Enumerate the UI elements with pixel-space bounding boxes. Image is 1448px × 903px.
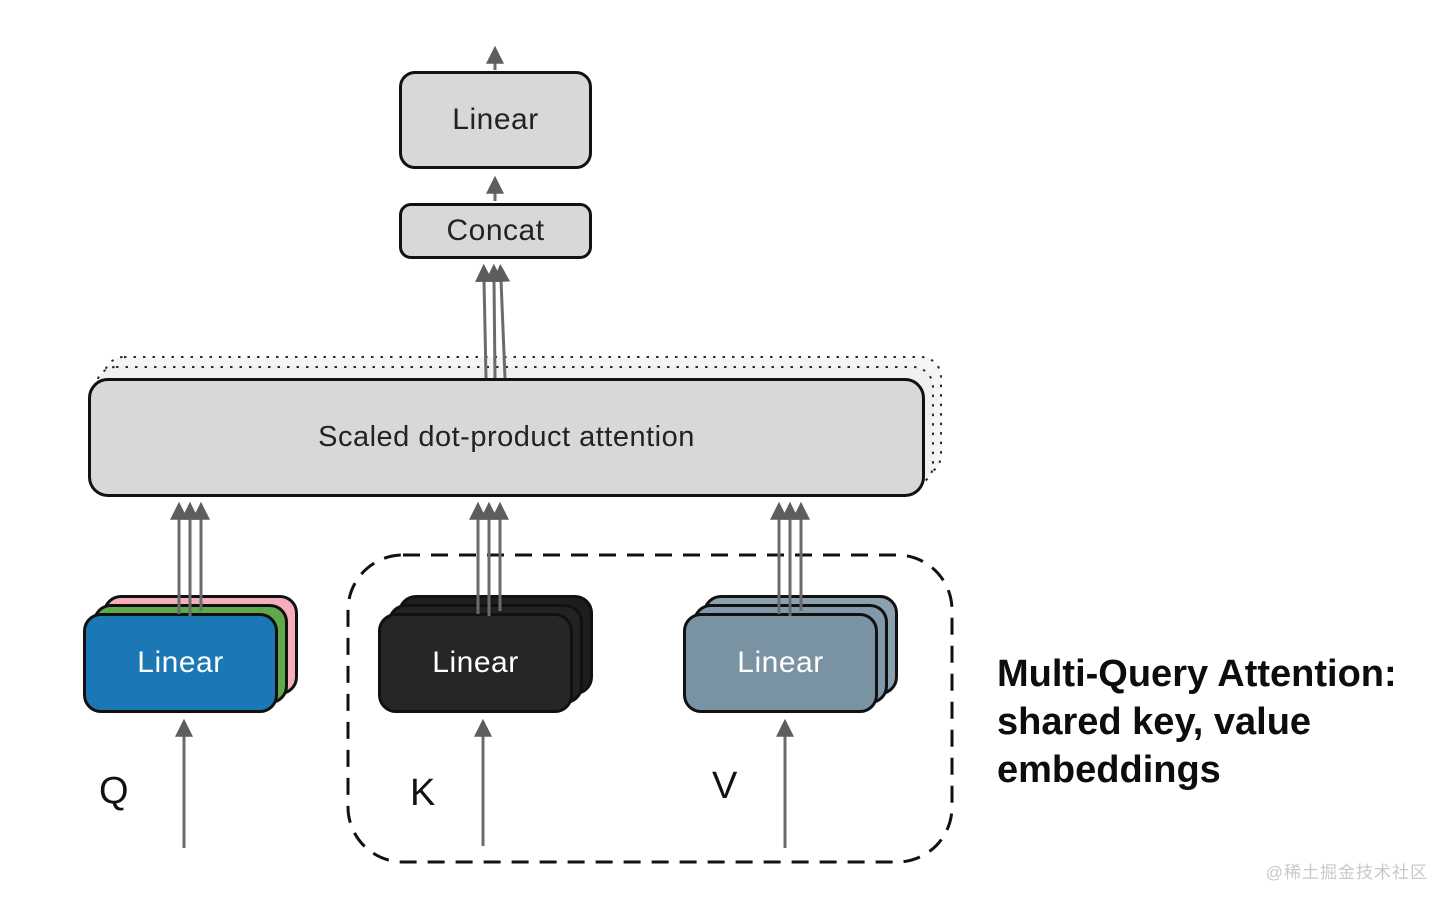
arrow-attn-to-concat-2	[485, 263, 504, 379]
q-input-label: Q	[99, 770, 130, 812]
v-input-label: V	[712, 765, 739, 807]
k-input-label: K	[410, 772, 437, 814]
q-linear-label: Linear	[137, 646, 224, 679]
concat-label: Concat	[446, 214, 545, 247]
caption-text: Multi-Query Attention: shared key, value…	[997, 653, 1397, 791]
k-linear-box: Linear	[378, 613, 573, 713]
concat-box: Concat	[399, 203, 592, 259]
v-linear-box: Linear	[683, 613, 878, 713]
q-linear-box: Linear	[83, 613, 278, 713]
output-linear-box: Linear	[399, 71, 592, 169]
v-linear-label: Linear	[737, 646, 824, 679]
scaled-dot-product-attention-box: Scaled dot-product attention	[88, 378, 925, 497]
output-linear-label: Linear	[452, 103, 539, 136]
watermark-text: @稀土掘金技术社区	[1265, 863, 1428, 882]
arrow-attn-to-concat-3	[492, 263, 511, 379]
arrow-attn-to-concat-1	[475, 263, 494, 379]
attention-label: Scaled dot-product attention	[318, 421, 695, 453]
k-linear-label: Linear	[432, 646, 519, 679]
